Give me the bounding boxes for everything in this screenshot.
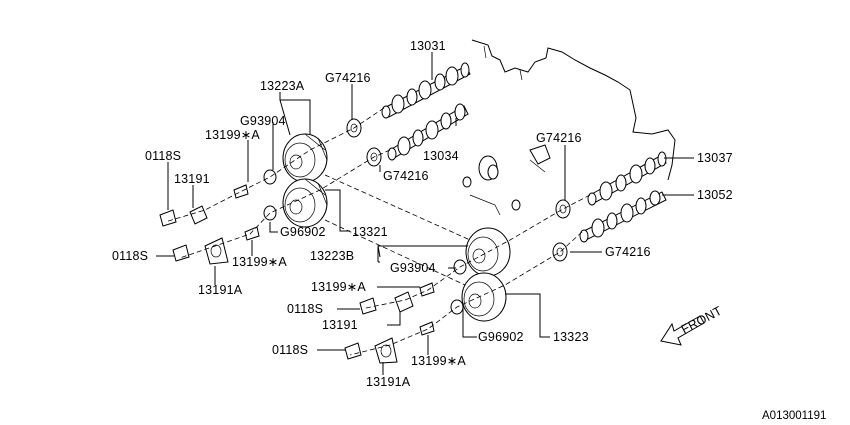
label-13052: 13052 bbox=[697, 188, 733, 202]
label-13191-a: 13191 bbox=[174, 172, 210, 186]
label-13323: 13323 bbox=[553, 330, 589, 344]
camshaft-13031 bbox=[381, 62, 471, 119]
label-g96902-a: G96902 bbox=[280, 225, 326, 239]
cylinder-head-outline bbox=[471, 39, 676, 181]
label-front: FRONT bbox=[679, 304, 725, 337]
label-g74216-c: G74216 bbox=[536, 131, 582, 145]
label-13031: 13031 bbox=[410, 39, 446, 53]
label-13321: 13321 bbox=[352, 225, 388, 239]
label-13191A-a: 13191A bbox=[198, 283, 243, 297]
front-arrow bbox=[660, 315, 705, 346]
label-13199A-a: 13199∗A bbox=[205, 128, 260, 142]
label-g93904-b: G93904 bbox=[390, 261, 436, 275]
label-0118S-d: 0118S bbox=[272, 343, 308, 357]
camshaft-13034 bbox=[387, 103, 469, 161]
label-13223B: 13223B bbox=[310, 249, 354, 263]
label-g96902-b: G96902 bbox=[478, 330, 524, 344]
label-0118S-c: 0118S bbox=[287, 302, 323, 316]
label-g93904-a: G93904 bbox=[240, 114, 286, 128]
bolts-13199A bbox=[233, 184, 435, 336]
sprocket-13223A bbox=[282, 133, 328, 183]
label-0118S-a: 0118S bbox=[145, 149, 181, 163]
label-13223A: 13223A bbox=[260, 79, 305, 93]
label-13199A-c: 13199∗A bbox=[311, 280, 366, 294]
bolts-0118S bbox=[159, 209, 377, 360]
label-13037: 13037 bbox=[697, 151, 733, 165]
label-13191-b: 13191 bbox=[322, 318, 358, 332]
label-g74216-b: G74216 bbox=[383, 169, 429, 183]
sprocket-13323 bbox=[461, 272, 507, 322]
leader-lines bbox=[156, 52, 694, 375]
label-g74216-d: G74216 bbox=[605, 245, 651, 259]
plates bbox=[189, 205, 414, 364]
label-13034: 13034 bbox=[423, 149, 459, 163]
label-13199A-d: 13199∗A bbox=[411, 354, 466, 368]
camshaft-13052 bbox=[579, 190, 667, 243]
label-13191A-b: 13191A bbox=[366, 375, 411, 389]
label-g74216-a: G74216 bbox=[325, 71, 371, 85]
sprocket-13321 bbox=[282, 178, 328, 228]
part-labels: 13031 13223A G74216 G93904 13199∗A 0118S… bbox=[112, 39, 826, 422]
camshaft-13037 bbox=[587, 151, 667, 206]
label-13199A-b: 13199∗A bbox=[232, 255, 287, 269]
label-0118S-b: 0118S bbox=[112, 249, 148, 263]
label-diagram-id: A013001191 bbox=[762, 410, 826, 422]
center-components bbox=[462, 144, 551, 216]
